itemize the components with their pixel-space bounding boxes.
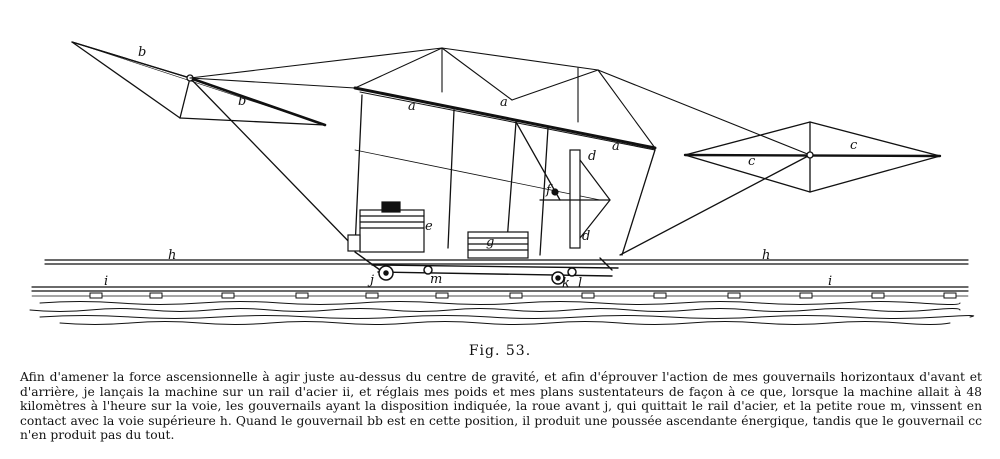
- wheels: [378, 265, 577, 285]
- rail-sleepers: [89, 292, 957, 299]
- label-d-top: d: [588, 149, 596, 164]
- wheel-m: [423, 265, 433, 275]
- label-m: m: [430, 272, 442, 287]
- wheel-l: [567, 267, 577, 277]
- label-d-bottom: d: [582, 229, 590, 244]
- label-e: e: [425, 219, 433, 234]
- engine-e: [347, 201, 425, 253]
- figure-title: Fig. 53.: [468, 343, 532, 359]
- label-h-right: h: [762, 248, 770, 263]
- figure-caption: Afin d'amener la force ascensionnelle à …: [20, 370, 982, 443]
- label-i-right: i: [828, 274, 832, 289]
- label-c-mid: c: [748, 154, 756, 169]
- label-k: k: [562, 276, 570, 291]
- rear-rudder-cc: [619, 121, 942, 256]
- figure-labels: b b a a a c c d d f e g h h i i j m k l: [104, 45, 858, 291]
- label-b-top: b: [138, 45, 146, 60]
- label-i-left: i: [104, 274, 108, 289]
- label-a-mid: a: [500, 95, 508, 110]
- weight-g: [467, 231, 529, 259]
- label-l: l: [578, 276, 582, 291]
- upper-track-h: [44, 259, 969, 265]
- label-b-lower: b: [238, 94, 246, 109]
- label-a-right: a: [612, 139, 620, 154]
- label-a-left: a: [408, 99, 416, 114]
- front-rudder-bb: [71, 41, 356, 249]
- label-h-left: h: [168, 248, 176, 263]
- vertical-rudder-d: [539, 149, 611, 249]
- ground-hatching: [29, 301, 975, 325]
- label-c-right: c: [850, 138, 858, 153]
- label-j: j: [367, 273, 374, 288]
- main-plane-a: [353, 86, 657, 151]
- label-f: f: [545, 183, 553, 198]
- label-g: g: [486, 235, 494, 250]
- upper-truss: [189, 47, 811, 156]
- flying-machine-engraving: b b a a a c c d d f e g h h i i j m k l: [29, 41, 975, 325]
